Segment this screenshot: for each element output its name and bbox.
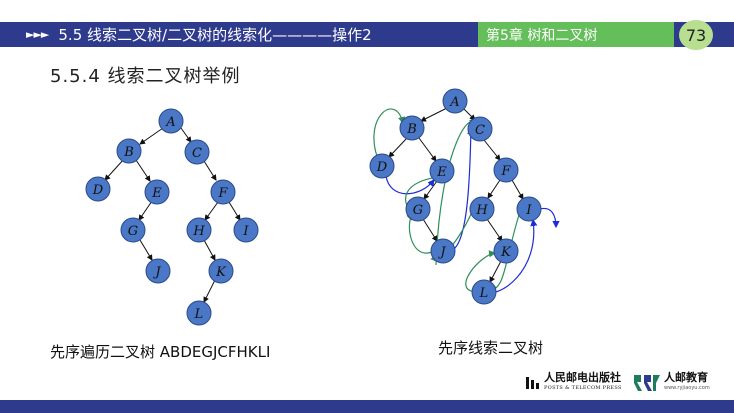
left-tree-edges [104,127,241,303]
brand-logo: 人邮教育 www.ryjiaoyu.com [633,372,710,394]
brand-name: 人邮教育 [664,371,708,384]
publisher-name: 人民邮电出版社 [544,371,621,384]
slide-footer-bar [0,400,734,413]
slide-subheading: 5.5.4 线索二叉树举例 [50,66,241,87]
triple-arrow-icon: ►►► [26,28,49,41]
svg-text:I: I [242,224,249,239]
threaded-tree-caption: 先序线索二叉树 [438,339,544,357]
page-number-badge: 73 [679,20,713,50]
svg-text:C: C [475,123,485,138]
left-node-a: A [158,108,184,134]
right-tree-nodes: A B C D E F G H I J K L [369,88,542,305]
publisher-logo: 人民邮电出版社 POSTS & TELECOM PRESS [525,372,622,394]
left-node-c: C [184,139,210,165]
left-tree-nodes: A B C D E F G H I J K L [85,108,259,326]
publisher-name-block: 人民邮电出版社 POSTS & TELECOM PRESS [544,372,622,394]
svg-text:J: J [437,245,446,260]
svg-text:H: H [192,224,205,239]
page-number: 73 [685,25,707,45]
svg-text:A: A [165,115,175,130]
left-node-f: F [210,179,236,205]
left-node-i: I [233,217,259,243]
left-node-h: H [186,217,212,243]
svg-text:E: E [436,165,447,180]
left-node-k: K [208,258,234,284]
left-node-l: L [186,300,212,326]
section-title-area: ►►► 5.5 线索二叉树/二叉树的线索化————操作2 [0,22,478,47]
right-node-f: F [493,157,519,183]
right-node-b: B [399,115,425,141]
brand-text-block: 人邮教育 www.ryjiaoyu.com [664,372,710,394]
right-node-g: G [405,196,431,222]
right-node-j: J [430,238,456,264]
predecessor-threads [373,108,520,294]
section-title: 5.5 线索二叉树/二叉树的线索化————操作2 [58,26,372,44]
right-node-c: C [467,116,493,142]
chapter-label-box: 第5章 树和二叉树 [478,22,674,47]
left-node-g: G [120,217,146,243]
svg-text:L: L [194,307,204,322]
brand-url: www.ryjiaoyu.com [664,385,710,391]
left-node-j: J [145,258,171,284]
left-node-b: B [116,138,142,164]
svg-text:F: F [217,186,228,201]
right-node-h: H [469,196,495,222]
svg-text:K: K [500,245,512,260]
svg-text:I: I [525,203,532,218]
right-node-i: I [516,196,542,222]
svg-text:K: K [215,265,227,280]
svg-text:J: J [152,265,161,280]
svg-text:G: G [413,203,423,218]
right-node-l: L [471,279,497,305]
publisher-subtitle: POSTS & TELECOM PRESS [544,385,622,391]
svg-text:H: H [475,203,488,218]
right-node-d: D [369,153,395,179]
svg-text:L: L [479,286,489,301]
slide-header-bar: ►►► 5.5 线索二叉树/二叉树的线索化————操作2 第5章 树和二叉树 [0,22,734,47]
right-node-a: A [442,88,468,114]
svg-text:B: B [123,145,134,160]
preorder-traversal-caption: 先序遍历二叉树 ABDEGJCFHKLI [50,343,271,361]
svg-text:G: G [128,224,138,239]
svg-text:A: A [449,95,459,110]
press-emblem-icon [526,377,539,389]
chapter-label: 第5章 树和二叉树 [486,27,598,44]
right-tree-edges [388,107,524,283]
left-node-d: D [85,176,111,202]
svg-text:D: D [376,160,388,175]
right-node-k: K [493,238,519,264]
svg-text:E: E [151,186,162,201]
right-node-e: E [429,158,455,184]
ry-logo-icon [634,375,660,391]
svg-text:D: D [92,183,104,198]
svg-text:C: C [192,146,202,161]
svg-text:F: F [500,164,511,179]
svg-text:B: B [406,122,417,137]
left-node-e: E [144,179,170,205]
